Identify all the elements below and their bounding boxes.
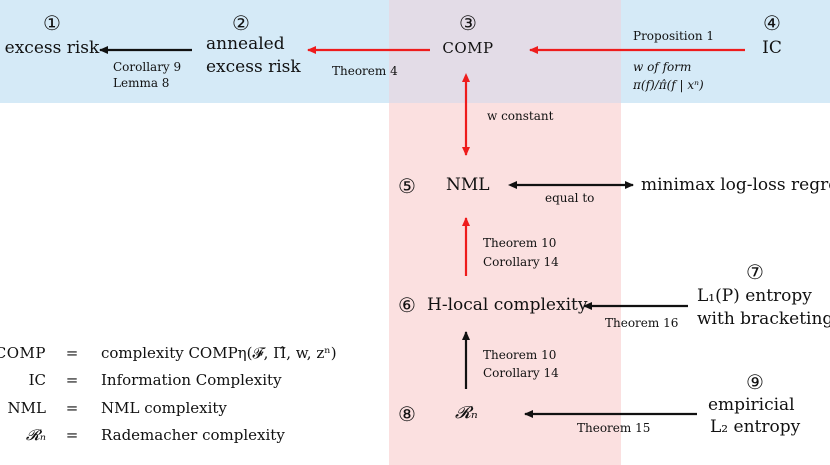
edge-7-6-label: Theorem 16 [605,316,679,330]
node-4-label: IC [762,38,782,58]
node-5-label: NML [446,175,490,195]
edge-4-3-label-top: Proposition 1 [633,29,714,43]
node-9-number: ⑨ [746,370,764,394]
legend-symbol: NML [7,399,46,417]
edge-3-5-label: w constant [487,109,554,123]
edge-8-6-label-line2: Corollary 14 [483,366,559,380]
edge-9-8-label: Theorem 15 [577,421,651,435]
legend-equals: = [65,371,79,389]
node-2-label-line2: excess risk [206,57,301,77]
node-2-number: ② [232,11,250,35]
legend-definition: Information Complexity [101,371,282,389]
edge-3-2-label: Theorem 4 [332,64,398,78]
node-3-label: COMP [442,39,494,57]
node-1-label: excess risk [4,38,100,58]
edge-8-6-label-line1: Theorem 10 [483,348,557,362]
edge-2-1-label-line2: Lemma 8 [113,76,170,90]
legend-definition: Rademacher complexity [101,426,285,444]
minimax-label: minimax log-loss regret [641,175,830,195]
edge-6-5-label-line1: Theorem 10 [483,236,557,250]
legend-symbol: IC [28,371,46,389]
node-8-label: 𝓡ₙ [455,403,478,423]
node-7-label-line1: L₁(P) entropy [697,286,812,306]
legend-symbol: 𝓡ₙ [25,426,46,444]
legend-definition: complexity COMPη(𝓕, Π̂, w, zⁿ) [101,344,337,362]
node-4-number: ④ [763,11,781,35]
node-5-number: ⑤ [398,174,416,198]
node-1-number: ① [43,11,61,35]
legend-symbol: COMP [0,344,46,362]
node-7-number: ⑦ [746,260,764,284]
edge-6-5-label-line2: Corollary 14 [483,255,559,269]
edge-4-3-label-bottom-2: π(f)/π̂(f | xⁿ) [633,78,704,92]
edge-2-1-label-line1: Corollary 9 [113,60,182,74]
legend-equals: = [65,344,79,362]
overlap-region [389,0,621,103]
node-9-label-line2: L₂ entropy [710,417,801,437]
legend-definition: NML complexity [101,399,227,417]
node-3-number: ③ [459,11,477,35]
node-2-label-line1: annealed [206,34,285,54]
legend-equals: = [65,426,79,444]
edge-4-3-label-bottom-1: w of form [633,60,692,74]
node-9-label-line1: empiricial [708,395,795,415]
node-6-number: ⑥ [398,293,416,317]
node-8-number: ⑧ [398,402,416,426]
edge-5-minimax-label: equal to [545,191,595,205]
legend-equals: = [65,399,79,417]
node-6-label: H-local complexity [427,295,588,315]
node-7-label-line2: with bracketing [697,309,830,329]
